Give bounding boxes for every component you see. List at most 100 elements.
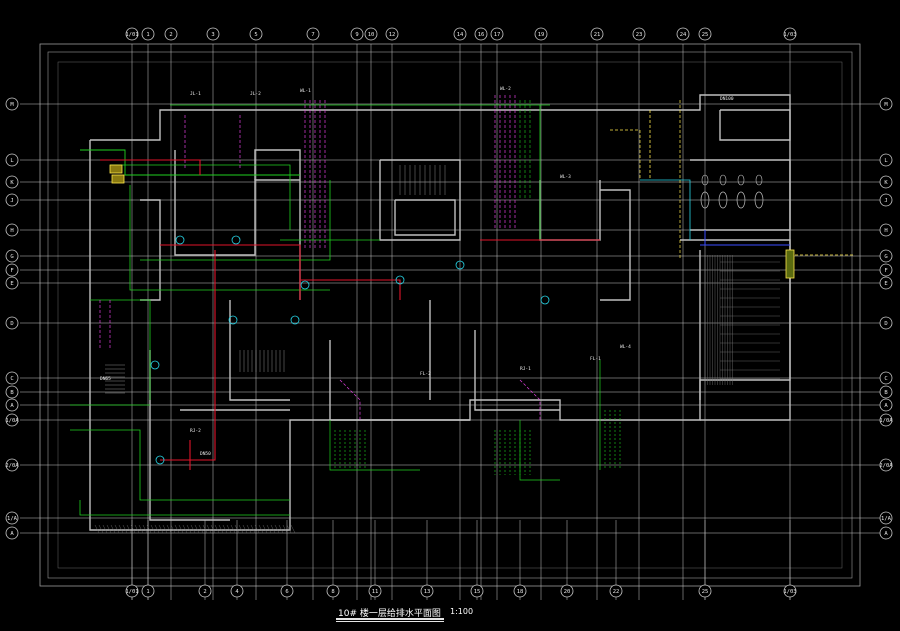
axis-bubble-top-label: 25 — [702, 32, 709, 38]
axis-bubble-top-label: 7 — [311, 32, 314, 38]
axis-bubble-top-circle — [364, 27, 378, 41]
axis-bubble-top-label: 10 — [368, 32, 375, 38]
pipe-tag: DN50 — [200, 451, 211, 457]
axis-bubble-right-circle — [879, 223, 893, 237]
axis-bubble-bottom-label: 1/01 — [125, 589, 138, 595]
hatch — [206, 524, 212, 534]
hatch — [174, 524, 180, 534]
floor-drain — [231, 235, 241, 245]
toilet-fixture — [736, 191, 746, 209]
pipe-tag: WL-2 — [500, 86, 511, 92]
axis-bubble-left-label: C — [10, 376, 13, 382]
cabinet — [785, 249, 795, 279]
hatch — [110, 524, 116, 534]
pipe-tag: JL-1 — [190, 91, 201, 97]
axis-bubble-top-circle — [206, 27, 220, 41]
axis-bubble-bottom-label: 18 — [517, 589, 524, 595]
inner-frame — [47, 51, 853, 579]
axis-bubble-top-label: 14 — [457, 32, 464, 38]
hatch — [134, 524, 140, 534]
hatch — [234, 524, 240, 534]
axis-bubble-left-circle — [5, 413, 19, 427]
axis-bubble-top-circle — [350, 27, 364, 41]
axis-bubble-top-label: 24 — [680, 32, 687, 38]
fixtures-layer — [109, 164, 795, 465]
axis-bubble-right-circle — [879, 413, 893, 427]
toilet-fixture — [754, 191, 764, 209]
axis-bubble-top-circle — [590, 27, 604, 41]
axis-bubble-left-circle — [5, 153, 19, 167]
stair-core — [379, 159, 461, 241]
axis-bubble-bottom-circle — [609, 584, 623, 598]
hatch — [142, 524, 148, 534]
axis-bubble-top-circle — [490, 27, 504, 41]
hatch — [230, 524, 236, 534]
urinal-fixture — [719, 174, 727, 186]
axis-bubble-right-label: A — [884, 531, 888, 537]
hatch — [266, 524, 272, 534]
inner-frame-2 — [57, 61, 843, 569]
walls-layer — [89, 94, 791, 534]
room-wall — [600, 189, 631, 301]
floor-drain — [290, 315, 300, 325]
outer-frame — [39, 43, 861, 587]
axis-bubble-bottom-label: 13 — [424, 589, 431, 595]
supply-pipe — [80, 149, 300, 176]
axis-bubble-top-label: 2 — [169, 32, 172, 38]
axis-bubble-top-label: 23 — [636, 32, 643, 38]
title-block: 10# 楼一层给排水平面图 1:100 — [330, 606, 590, 624]
pipe-tag: WL-1 — [300, 88, 311, 94]
axis-bubble-left-label: G — [10, 254, 13, 260]
axis-bubble-top-label: 16 — [478, 32, 485, 38]
pipe-tag: FL-1 — [590, 356, 601, 362]
hatch — [202, 524, 208, 534]
axis-bubble-top-circle — [783, 27, 797, 41]
drain-pipe — [100, 159, 201, 175]
axis-bubble-left-circle — [5, 175, 19, 189]
axis-bubble-left-label: 2/0A — [5, 463, 19, 469]
axis-bubble-right-label: 1/A — [881, 516, 892, 522]
axis-bubble-bottom-label: 11 — [372, 589, 379, 595]
axis-bubble-top-circle — [676, 27, 690, 41]
hatch — [282, 524, 288, 534]
axis-bubble-right-circle — [879, 385, 893, 399]
pipe-tag: WL-3 — [560, 174, 571, 180]
hatch — [170, 524, 176, 534]
hatch — [246, 524, 252, 534]
hatch — [106, 524, 112, 534]
axis-bubble-bottom-label: 1/03 — [783, 589, 796, 595]
axis-bubble-top-circle — [632, 27, 646, 41]
hatch — [274, 524, 280, 534]
axis-bubble-right-label: 1/0A — [879, 418, 893, 424]
pipe-tag: FL-2 — [420, 371, 431, 377]
room-wall — [149, 350, 230, 521]
hatch — [198, 524, 204, 534]
axis-bubble-right-circle — [879, 511, 893, 525]
axis-bubble-right-circle — [879, 316, 893, 330]
axis-bubble-left-circle — [5, 385, 19, 399]
hatch — [114, 524, 120, 534]
hatch — [214, 524, 220, 534]
water-meter — [111, 174, 125, 184]
hatch — [182, 524, 188, 534]
axis-bubble-right-label: L — [884, 158, 888, 164]
axis-bubble-right-label: D — [884, 321, 887, 327]
axis-bubble-left-circle — [5, 371, 19, 385]
axis-bubble-bottom-circle — [783, 584, 797, 598]
axis-bubble-bottom-circle — [280, 584, 294, 598]
drain-pipe — [160, 244, 301, 300]
axis-bubble-top-label: 12 — [389, 32, 396, 38]
axis-bubble-top-circle — [141, 27, 155, 41]
urinal-fixture — [701, 174, 709, 186]
axis-bubble-left-label: L — [10, 158, 14, 164]
axis-bubble-top-circle — [534, 27, 548, 41]
supply-pipe — [79, 500, 290, 516]
axis-bubble-right-circle — [879, 193, 893, 207]
hot-water-pipe — [519, 379, 541, 420]
pipe-tag: DN65 — [100, 376, 111, 382]
pipes-layer — [70, 95, 855, 516]
axis-bubble-left-circle — [5, 526, 19, 540]
axis-bubble-left-label: K — [10, 180, 14, 186]
